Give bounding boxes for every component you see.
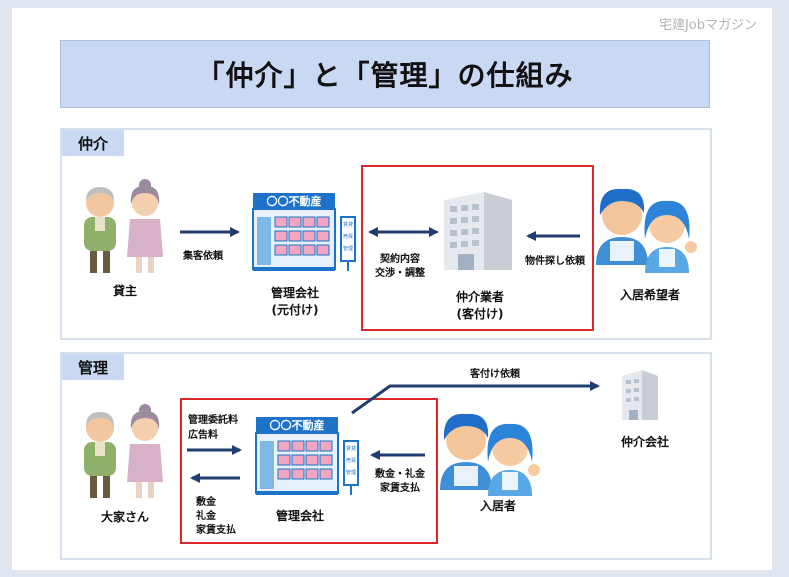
management-section-label: 管理: [62, 354, 124, 380]
mgmt-highlight-box: [180, 398, 438, 544]
shop-sign-2: 〇〇不動産: [270, 418, 325, 432]
arrow-kyakuzuke: [351, 381, 600, 415]
owner-label: 大家さん: [100, 510, 149, 524]
broker-company-label: 仲介会社: [620, 435, 669, 449]
broker-sublabel: (客付け): [456, 307, 504, 321]
tenant-pay-text-1: 敷金・礼金: [375, 469, 425, 480]
broker-highlight-box: [361, 165, 594, 331]
watermark: 宅建Jobマガジン: [658, 18, 757, 33]
owner-woman-illustration: [127, 404, 163, 498]
side-sign-1c: 管理: [343, 245, 353, 252]
tenant-man-illustration: [440, 413, 492, 490]
customer-request-text: 集客依頼: [183, 251, 223, 262]
side-sign-2a: 賃貸: [346, 445, 356, 452]
applicant-label: 入居希望者: [619, 288, 680, 302]
deposit-text-2: 礼金: [196, 511, 216, 522]
side-sign-1a: 賃貸: [343, 221, 353, 228]
fees-text-2: 広告料: [188, 430, 218, 441]
page-title: 「仲介」と「管理」の仕組み: [196, 59, 574, 92]
broker-company-illustration: [622, 370, 658, 420]
side-sign-2c: 管理: [346, 469, 356, 476]
mgmt-company-label-2: 管理会社: [275, 509, 324, 523]
side-sign-2b: 売買: [346, 457, 356, 464]
landlord-label: 貸主: [112, 284, 137, 298]
shop-sign-1: 〇〇不動産: [267, 194, 322, 208]
side-sign-1b: 売買: [343, 233, 353, 240]
landlord-man-illustration: [84, 187, 116, 273]
applicant-man-illustration: [596, 188, 648, 265]
applicant-woman-illustration: [644, 200, 697, 273]
mgmt-company-sublabel: (元付け): [271, 303, 319, 317]
mgmt-company-label: 管理会社: [270, 286, 319, 300]
tenant-pay-text-2: 家賃支払: [380, 483, 420, 494]
broker-label: 仲介業者: [455, 290, 504, 304]
landlord-woman-illustration: [127, 179, 163, 273]
broker-building-illustration: [444, 192, 512, 270]
search-request-text: 物件探し依頼: [525, 256, 585, 267]
kyakuzuke-text: 客付け依頼: [470, 369, 520, 380]
fees-text-1: 管理委託料: [188, 415, 238, 426]
deposit-text-1: 敷金: [196, 497, 216, 508]
contract-text-2: 交渉・調整: [375, 268, 425, 279]
title-banner: 「仲介」と「管理」の仕組み: [60, 40, 710, 108]
contract-text-1: 契約内容: [380, 254, 420, 265]
brokerage-section: 仲介: [60, 128, 712, 340]
tenant-woman-illustration: [487, 423, 540, 496]
tenant-label: 入居者: [479, 499, 516, 513]
deposit-text-3: 家賃支払: [196, 525, 236, 536]
brokerage-section-label: 仲介: [62, 130, 124, 156]
owner-man-illustration: [84, 412, 116, 498]
